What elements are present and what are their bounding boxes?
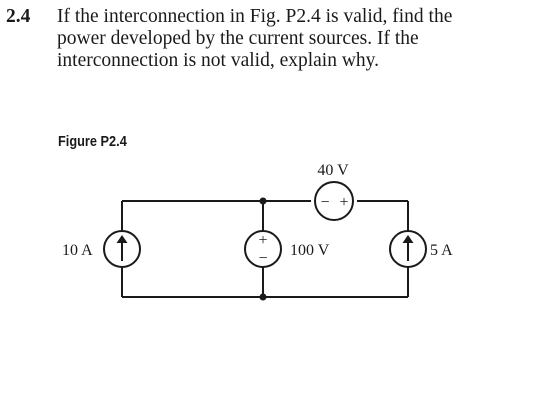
label-left-current: 10 A bbox=[62, 242, 93, 259]
problem-line-1: If the interconnection in Fig. P2.4 is v… bbox=[57, 6, 453, 27]
junction-dot-bottom bbox=[259, 293, 267, 301]
current-source-right bbox=[389, 230, 427, 268]
current-source-left bbox=[103, 230, 141, 268]
figure-label: Figure P2.4 bbox=[58, 134, 127, 150]
problem-statement: 2.4 If the interconnection in Fig. P2.4 … bbox=[6, 6, 526, 72]
label-middle-voltage: 100 V bbox=[290, 242, 330, 259]
problem-text: If the interconnection in Fig. P2.4 is v… bbox=[57, 6, 526, 72]
series-minus-sign: − bbox=[320, 194, 329, 211]
label-right-current: 5 A bbox=[430, 242, 453, 259]
label-series-voltage: 40 V bbox=[317, 162, 349, 179]
problem-line-3: interconnection is not valid, explain wh… bbox=[57, 50, 380, 71]
problem-number: 2.4 bbox=[6, 6, 31, 27]
middle-minus-sign: − bbox=[258, 250, 267, 267]
junction-dot-top bbox=[259, 197, 267, 205]
middle-plus-sign: + bbox=[258, 232, 267, 249]
series-plus-sign: + bbox=[339, 194, 348, 211]
voltage-source-middle bbox=[244, 230, 282, 268]
problem-line-2: power developed by the current sources. … bbox=[57, 28, 419, 49]
voltage-source-series bbox=[314, 181, 354, 221]
